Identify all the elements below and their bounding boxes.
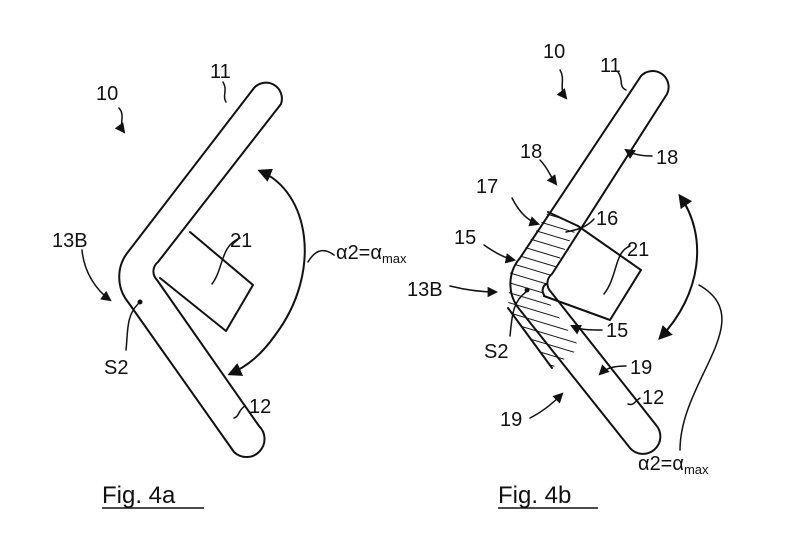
angle-sub-4b: max (684, 462, 709, 477)
leader-11-4b (617, 71, 627, 91)
leader-15-bottom (570, 325, 603, 335)
leader-18-right (624, 148, 653, 160)
leader-21-4b (603, 245, 631, 295)
caption-fig-4a: Fig. 4a (102, 482, 176, 509)
point-s2-4b (524, 287, 530, 293)
insert-16-outline (507, 211, 579, 369)
label-12-4b: 12 (642, 387, 664, 409)
label-10-4a: 10 (96, 83, 118, 105)
label-12-4a: 12 (249, 396, 271, 418)
label-13b-4a: 13B (52, 230, 88, 252)
leader-13b-4b (449, 285, 499, 298)
leader-s2-4b (509, 291, 527, 337)
caption-fig-4b: Fig. 4b (498, 482, 571, 509)
label-11-4a: 11 (210, 61, 231, 83)
label-s2-4a: S2 (104, 357, 128, 379)
leader-10-4b (556, 69, 568, 100)
label-13b-4b: 13B (407, 279, 443, 301)
leader-10-4a (114, 107, 126, 134)
label-19-right: 19 (630, 357, 652, 379)
handle-outline-4b (509, 70, 670, 455)
handle-outline-4a (118, 81, 283, 459)
label-21-4a: 21 (230, 230, 252, 252)
leader-12-4b (627, 397, 641, 406)
leader-s2-4a (125, 303, 139, 351)
label-angle-4b: α2=αmax (638, 453, 709, 477)
angle-leader-4b (679, 284, 723, 451)
angle-leader-4a (307, 249, 335, 263)
component-21-4b (543, 225, 642, 321)
label-18-left: 18 (520, 141, 542, 163)
label-21-4b: 21 (627, 239, 649, 261)
leader-19-left (529, 392, 564, 419)
angle-main-4a: α2=α (336, 242, 382, 264)
point-s2-4a (137, 299, 143, 305)
leader-11-4a (222, 81, 227, 103)
leader-16 (565, 218, 595, 233)
label-11-4b: 11 (600, 55, 621, 77)
label-angle-4a: α2=αmax (336, 242, 407, 266)
label-16: 16 (596, 208, 618, 230)
leader-19-right (598, 364, 627, 376)
leader-12-4a (233, 405, 246, 419)
label-17: 17 (476, 176, 498, 198)
angle-arrow-4b (658, 193, 699, 341)
angle-sub-4a: max (382, 251, 407, 266)
figure-4b: 10 11 18 18 17 16 15 21 13B 15 S2 19 12 … (407, 41, 723, 509)
label-15-bottom: 15 (606, 320, 628, 342)
leader-15-top (483, 244, 517, 264)
label-10-4b: 10 (543, 41, 565, 63)
label-s2-4b: S2 (484, 341, 508, 363)
angle-main-4b: α2=α (638, 453, 684, 475)
leader-17 (511, 197, 540, 227)
angle-arrow-4a (227, 168, 306, 376)
figure-4a: 10 11 13B 21 S2 12 α2=αmax Fig. 4a (52, 61, 407, 509)
leader-13b-4a (81, 249, 112, 302)
label-15-top: 15 (454, 227, 476, 249)
label-19-left: 19 (500, 409, 522, 431)
leader-18-left (539, 159, 558, 186)
label-18-right: 18 (656, 147, 678, 169)
